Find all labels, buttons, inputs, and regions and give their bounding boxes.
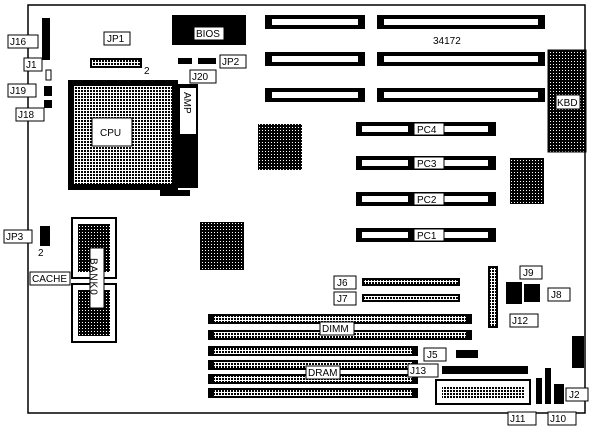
cache-callout xyxy=(29,271,71,286)
j20-label: J20 xyxy=(192,72,209,83)
j5-label: J5 xyxy=(427,350,438,361)
pci-slots: PC4 PC3 PC2 PC1 xyxy=(356,122,496,242)
j18-label: J18 xyxy=(18,110,35,121)
jp3-header xyxy=(40,226,50,246)
j7-label: J7 xyxy=(337,294,348,305)
bios-chip: BIOS xyxy=(172,15,246,45)
j6-label: J6 xyxy=(337,278,348,289)
j8-callout xyxy=(547,287,571,302)
j7-callout xyxy=(333,291,357,306)
j19-label: J19 xyxy=(10,86,27,97)
j13-header xyxy=(442,366,528,374)
j2-label: J2 xyxy=(569,390,580,401)
pc4-label: PC4 xyxy=(417,125,437,136)
keyboard-connector: KBD xyxy=(547,49,587,153)
chip-center xyxy=(258,124,302,170)
j6-callout xyxy=(333,275,357,290)
dimm-callout xyxy=(319,321,355,336)
j13-callout xyxy=(407,363,439,378)
dram-label: DRAM xyxy=(308,368,337,379)
j5-callout xyxy=(423,347,447,362)
j19-header xyxy=(44,86,52,96)
j10-label: J10 xyxy=(550,414,567,425)
j9-callout xyxy=(519,265,543,280)
jp1-label: JP1 xyxy=(107,34,125,45)
cache-label: CACHE xyxy=(32,274,67,285)
bank0-label: BANK0 xyxy=(88,258,99,296)
j5-header xyxy=(456,350,478,358)
jp2-label: JP2 xyxy=(222,57,240,68)
j16-header xyxy=(42,18,50,60)
dram-callout xyxy=(305,365,341,380)
chip-lower xyxy=(200,222,244,270)
j12-label: J12 xyxy=(512,316,529,327)
j11-callout xyxy=(507,411,537,426)
cpu-socket: CPU AMP xyxy=(68,80,198,196)
bios-label: BIOS xyxy=(196,29,220,40)
j18-header xyxy=(44,100,52,108)
j9-label: J9 xyxy=(523,268,534,279)
j1-callout xyxy=(23,57,43,72)
j20-callout xyxy=(189,69,217,84)
j11-header xyxy=(536,378,542,404)
j2-callout xyxy=(565,387,589,402)
j12-callout xyxy=(509,313,539,328)
kbd-label: KBD xyxy=(557,98,578,109)
side-port xyxy=(572,336,584,368)
j16-callout xyxy=(7,34,39,49)
pc3-label: PC3 xyxy=(417,159,437,170)
j1-header xyxy=(45,69,52,81)
jp2-header xyxy=(198,58,216,64)
cpu-label: CPU xyxy=(100,128,121,139)
isa-slots xyxy=(265,15,545,102)
j20-header xyxy=(178,58,192,64)
j19-callout xyxy=(7,83,37,98)
j18-callout xyxy=(15,107,45,122)
j8-header xyxy=(524,284,540,302)
board-outline xyxy=(27,4,586,414)
jp3-callout xyxy=(3,229,33,244)
j10-header xyxy=(545,368,551,404)
jp3-pin-label: 2 xyxy=(38,248,44,259)
cache-bank: BANK0 xyxy=(71,217,117,343)
board-number-label: 34172 xyxy=(433,36,461,47)
j11-label: J11 xyxy=(510,414,526,425)
chip-right xyxy=(510,158,544,204)
pc1-label: PC1 xyxy=(417,231,437,242)
jp2-callout xyxy=(219,54,247,69)
j9-header xyxy=(506,282,522,304)
j1-label: J1 xyxy=(26,60,37,71)
jp1-pin-label: 2 xyxy=(144,66,150,77)
j2-header xyxy=(554,384,564,404)
jp1-callout xyxy=(103,31,131,46)
j16-label: J16 xyxy=(10,37,27,48)
jp3-label: JP3 xyxy=(6,232,24,243)
dimm-label: DIMM xyxy=(322,324,349,335)
j8-label: J8 xyxy=(551,290,562,301)
pc2-label: PC2 xyxy=(417,195,437,206)
amp-label: AMP xyxy=(181,92,192,114)
j13-label: J13 xyxy=(410,366,427,377)
j10-callout xyxy=(547,411,577,426)
